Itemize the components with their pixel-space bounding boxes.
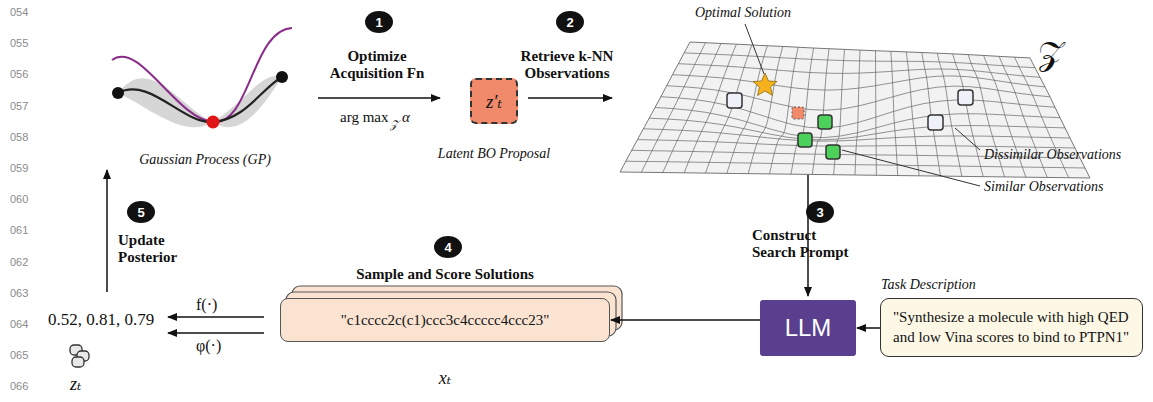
node-text: 4 (444, 240, 451, 255)
line-number: 064 (10, 318, 28, 331)
leader-line (955, 128, 980, 150)
callout-number: 2 (556, 11, 584, 33)
step-label: Optimize Acquisition Fn (317, 48, 437, 83)
node-text: 2 (566, 15, 573, 30)
step-label: Construct Search Prompt (752, 227, 862, 262)
optimal-star (753, 73, 777, 96)
line-number: 062 (10, 256, 28, 269)
node-text: z′ₜ (486, 90, 502, 113)
node-heading: xₜ (439, 367, 451, 389)
llm-box: LLM (760, 300, 856, 356)
function-label: φ(·) (196, 337, 221, 355)
line-number: 063 (10, 287, 28, 300)
node-heading: "Synthesize a molecule with high QED and… (893, 307, 1130, 348)
line-number: 065 (10, 349, 28, 362)
line-number: 060 (10, 193, 28, 206)
arrow (106, 170, 108, 292)
latent-label: zₜ (70, 374, 81, 395)
callout-number: 1 (365, 11, 393, 33)
gp-plot (112, 28, 292, 129)
line-number: 059 (10, 162, 28, 175)
score-values: 0.52, 0.81, 0.79 (48, 310, 154, 330)
line-number: 056 (10, 68, 28, 81)
line-number: 057 (10, 100, 28, 113)
arrow (168, 316, 264, 318)
step-label: Update Posterior (118, 232, 213, 267)
node-heading: Latent BO Proposal (438, 146, 550, 162)
solution-card: "c1cccc2c(c1)ccc3c4ccccc4ccc23"xₜ (280, 298, 610, 342)
node-text: LLM (785, 314, 832, 342)
arrow (168, 332, 264, 334)
caption: Gaussian Process (GP) (130, 152, 280, 168)
step-label: Sample and Score Solutions (345, 266, 545, 283)
callout-label: Dissimilar Observations (984, 147, 1121, 163)
line-number: 055 (10, 37, 28, 50)
observations (727, 90, 973, 159)
node-text: 5 (137, 205, 144, 220)
proposal-marker (792, 107, 804, 119)
arrow (528, 97, 612, 99)
node-text: 3 (816, 205, 823, 220)
connector (611, 319, 760, 321)
connector (857, 327, 880, 329)
step-label: Retrieve k-NN Observations (507, 48, 627, 83)
leader-line (842, 150, 980, 186)
line-number: 058 (10, 131, 28, 144)
line-number: 054 (10, 6, 28, 19)
latent-icon (70, 345, 89, 367)
task-box: Task Description"Synthesize a molecule w… (880, 298, 1143, 357)
function-label: f(·) (196, 296, 217, 314)
formula: 𝒵 (390, 118, 398, 131)
callout-number: 4 (434, 236, 462, 258)
callout-label: Optimal Solution (695, 5, 791, 21)
node-text: 1 (375, 15, 382, 30)
formula: α (402, 109, 410, 126)
node-text: "c1cccc2c(c1)ccc3c4ccccc4ccc23" (341, 312, 550, 329)
line-number: 066 (10, 380, 28, 393)
proposal-box: z′ₜLatent BO Proposal (470, 78, 518, 124)
callout-label: Similar Observations (984, 179, 1103, 195)
arrow (318, 97, 440, 99)
leader-line (745, 24, 764, 74)
space-symbol: 𝒵 (1038, 34, 1064, 73)
callout-number: 5 (127, 201, 155, 223)
node-heading: Task Description (881, 276, 976, 295)
line-number: 061 (10, 224, 28, 237)
formula: arg max (340, 109, 388, 126)
callout-number: 3 (806, 201, 834, 223)
